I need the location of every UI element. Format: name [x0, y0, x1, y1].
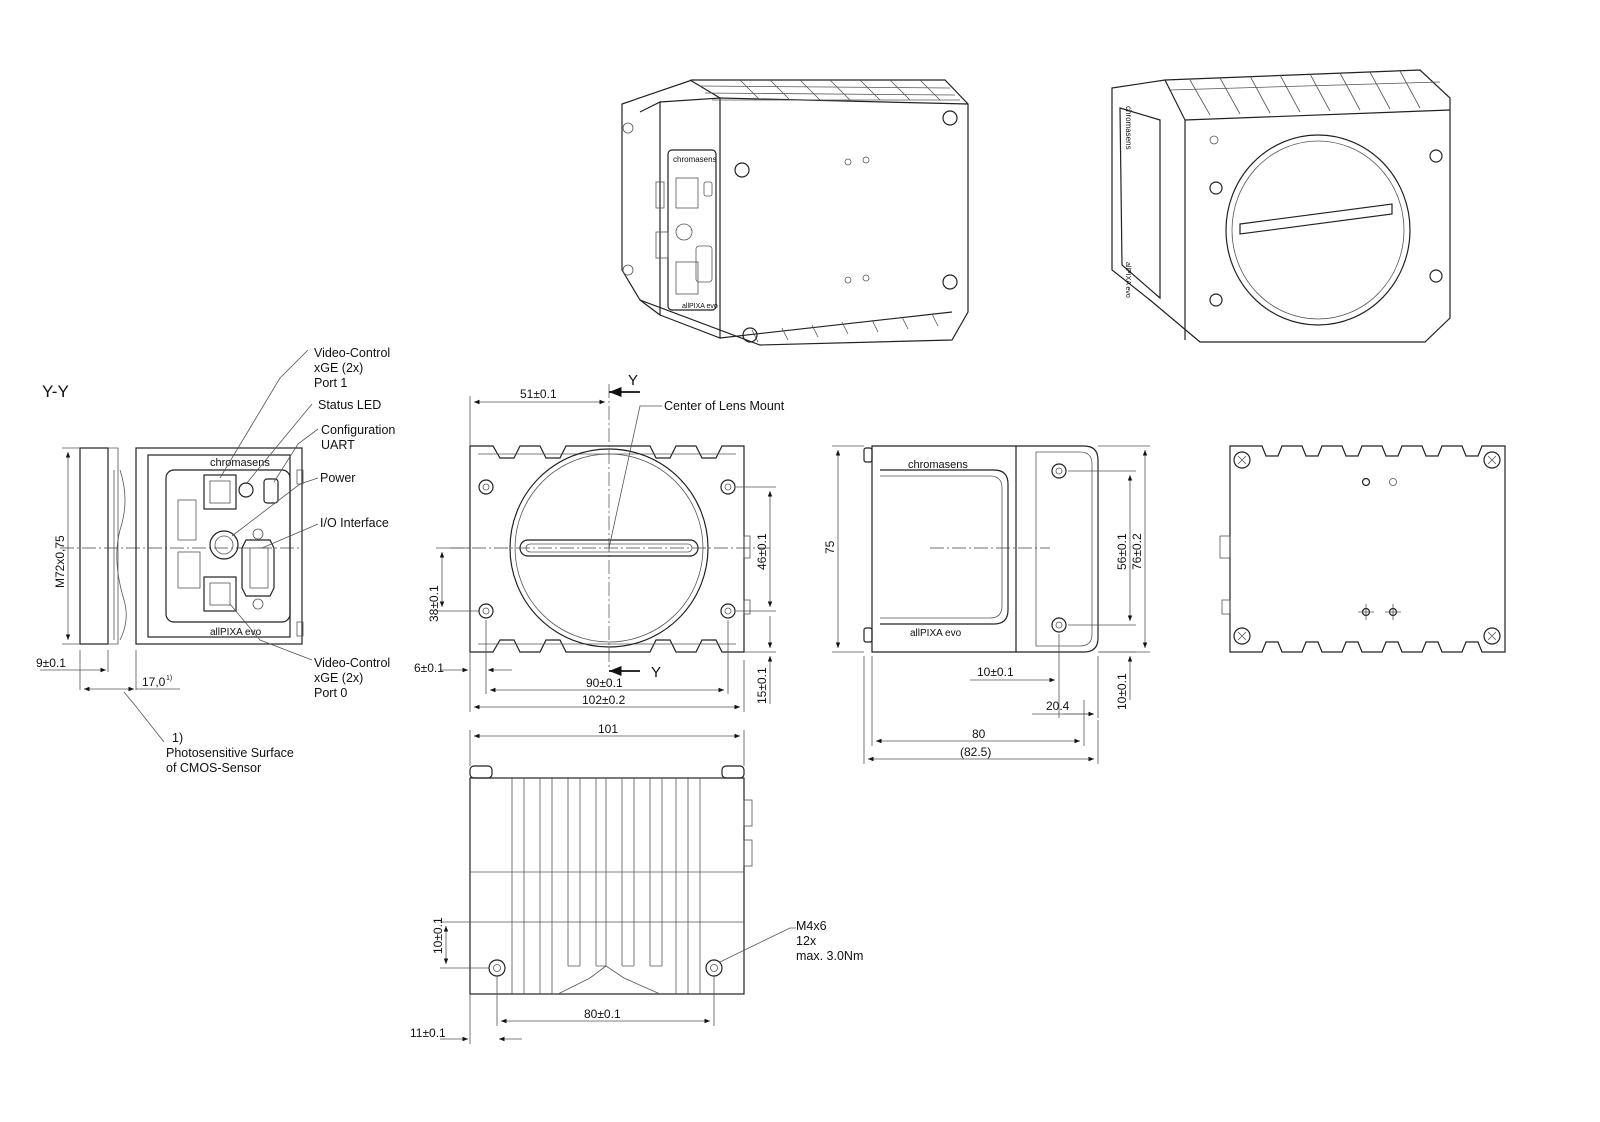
callout-config-line-2: UART: [321, 438, 355, 452]
top-view: 101 10±0.1 M4x6 12x max. 3.0Nm 80±0.1 11…: [410, 722, 863, 1044]
dim-right-20-4: 20.4: [1046, 699, 1070, 713]
callout-vc0-line-2: xGE (2x): [314, 671, 363, 685]
iso-back-fins: [699, 79, 960, 343]
dim-front-6: 6±0.1: [414, 661, 444, 675]
iso-front-model: allPIXA evo: [1124, 262, 1131, 298]
iso-view-front: chromasens allPIXA evo: [1111, 69, 1451, 343]
dim-front-51: 51±0.1: [520, 387, 557, 401]
section-title: Y-Y: [42, 382, 69, 401]
iso-back-logo: chromasens: [673, 155, 717, 164]
dim-sensor-superscript: 1): [166, 675, 172, 682]
dim-right-76: 76±0.2: [1130, 533, 1144, 570]
dim-right-10v: 10±0.1: [1115, 673, 1129, 710]
section-marker-bottom: Y: [651, 664, 661, 681]
dim-right-10h: 10±0.1: [977, 665, 1014, 679]
dim-right-80: 80: [972, 727, 986, 741]
callout-vc1-line-1: Video-Control: [314, 346, 390, 360]
callout-video-control-0: Video-Control xGE (2x) Port 0: [314, 656, 390, 700]
callout-io-interface: I/O Interface: [320, 516, 389, 530]
front-view: Y Y Center of Lens Mount 51±0.1 38±0.1 4…: [414, 372, 785, 712]
section-y-y: Y-Y chromasens allPIXA evo M72x0: [36, 346, 395, 775]
callout-vc1-line-3: Port 1: [314, 376, 347, 390]
callout-config-line-1: Configuration: [321, 423, 395, 437]
iso-back-model: allPIXA evo: [682, 303, 718, 310]
callout-video-control-1: Video-Control xGE (2x) Port 1: [314, 346, 390, 390]
dim-front-90: 90±0.1: [586, 676, 623, 690]
dim-m72-thread: M72x0,75: [53, 535, 67, 588]
dim-right-56: 56±0.1: [1115, 533, 1129, 570]
dim-front-102: 102±0.2: [582, 693, 626, 707]
callout-m4-line-3: max. 3.0Nm: [796, 949, 863, 963]
callout-vc0-line-3: Port 0: [314, 686, 347, 700]
top-view-fins: [511, 778, 701, 995]
dim-top-80: 80±0.1: [584, 1007, 621, 1021]
footnote: 1) Photosensitive Surface of CMOS-Sensor: [166, 731, 294, 775]
dim-top-10: 10±0.1: [431, 917, 445, 954]
footnote-line-1: Photosensitive Surface: [166, 746, 294, 760]
section-marker-top: Y: [628, 372, 638, 389]
dim-side-cut: 9±0.1: [36, 656, 66, 670]
right-model: allPIXA evo: [910, 628, 962, 639]
callout-vc0-line-1: Video-Control: [314, 656, 390, 670]
rear-view: [1219, 445, 1506, 653]
dim-top-101: 101: [598, 722, 618, 736]
callout-vc1-line-2: xGE (2x): [314, 361, 363, 375]
dim-right-82-5: (82.5): [960, 745, 991, 759]
dim-top-11: 11±0.1: [410, 1026, 446, 1040]
callout-center-lens-mount: Center of Lens Mount: [664, 399, 785, 413]
side-logo: chromasens: [210, 457, 270, 469]
dim-front-15: 15±0.1: [755, 667, 769, 704]
callout-m4-line-1: M4x6: [796, 919, 827, 933]
footnote-marker: 1): [172, 731, 183, 745]
callout-power: Power: [320, 471, 355, 485]
dim-side-sensor: 17,0: [142, 675, 166, 689]
side-model: allPIXA evo: [210, 627, 262, 638]
dim-right-75: 75: [823, 540, 837, 554]
iso-front-fins: [1169, 70, 1441, 116]
right-logo: chromasens: [908, 459, 968, 471]
dim-front-38: 38±0.1: [427, 585, 441, 622]
callout-status-led: Status LED: [318, 398, 381, 412]
dim-front-46: 46±0.1: [755, 533, 769, 570]
callout-m4-line-2: 12x: [796, 934, 817, 948]
right-side-view: chromasens allPIXA evo 75 56±0.1 76±0.2 …: [823, 445, 1150, 764]
footnote-line-2: of CMOS-Sensor: [166, 761, 261, 775]
iso-front-logo: chromasens: [1124, 106, 1133, 150]
iso-view-back: chromasens allPIXA evo: [621, 79, 969, 346]
